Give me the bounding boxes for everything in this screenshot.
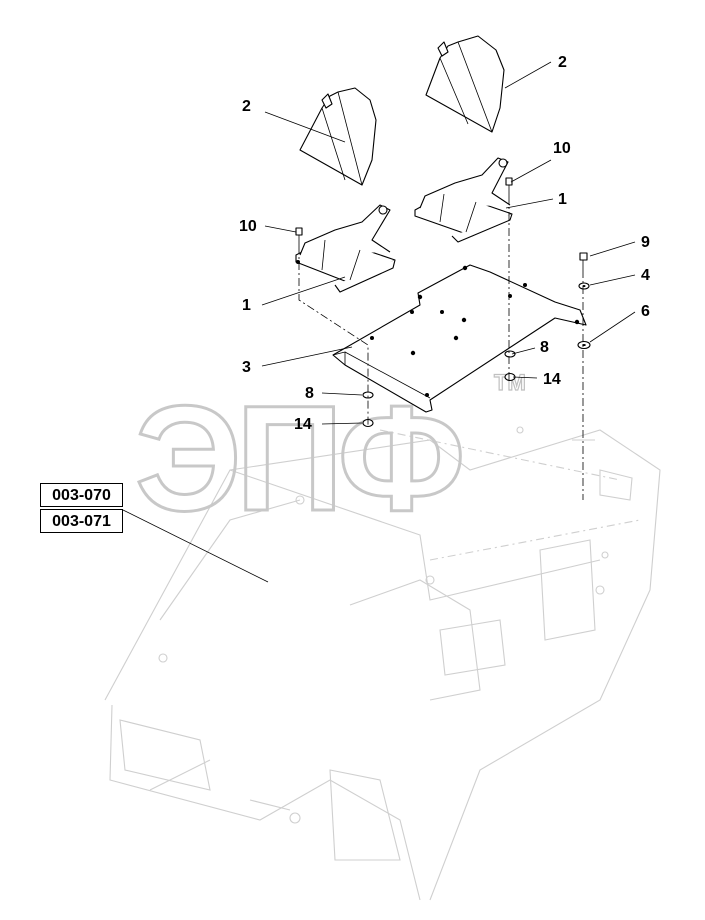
callout-8-left: 8: [305, 385, 314, 402]
machine-body-ghost: [104, 426, 661, 901]
callout-8-right: 8: [540, 339, 549, 356]
washer-8-right: [504, 350, 516, 358]
washer-6: [577, 340, 591, 350]
reference-003-070: 003-070: [40, 483, 123, 507]
reference-003-071: 003-071: [40, 509, 123, 533]
callout-14-left: 14: [294, 416, 312, 433]
callout-9: 9: [641, 234, 650, 251]
bolt-10-left: [295, 227, 303, 246]
callout-1-right: 1: [558, 191, 567, 208]
bolt-10-right: [505, 177, 513, 196]
callout-1-left: 1: [242, 297, 251, 314]
callout-6: 6: [641, 303, 650, 320]
chock-holder-right: [414, 157, 513, 243]
wheel-chock-left: [299, 87, 377, 186]
callout-3: 3: [242, 359, 251, 376]
callout-labels: 2 2 10 10 1 1 9 4 6 3 8 8 14 14: [239, 54, 650, 433]
watermark: ЭПФ TM: [134, 369, 527, 543]
mounting-plate: [332, 264, 587, 413]
wheel-chock-right: [425, 35, 505, 133]
washer-4: [578, 282, 590, 290]
assembly-axes: [298, 196, 595, 500]
callout-14-right: 14: [543, 371, 561, 388]
bolt-9: [579, 252, 588, 270]
callout-2-left: 2: [242, 98, 251, 115]
leader-lines: [122, 61, 636, 583]
callout-2-right: 2: [558, 54, 567, 71]
callout-4: 4: [641, 267, 650, 284]
chock-holder-left: [295, 204, 396, 293]
callout-10-left: 10: [239, 218, 257, 235]
callout-10-right: 10: [553, 140, 571, 157]
